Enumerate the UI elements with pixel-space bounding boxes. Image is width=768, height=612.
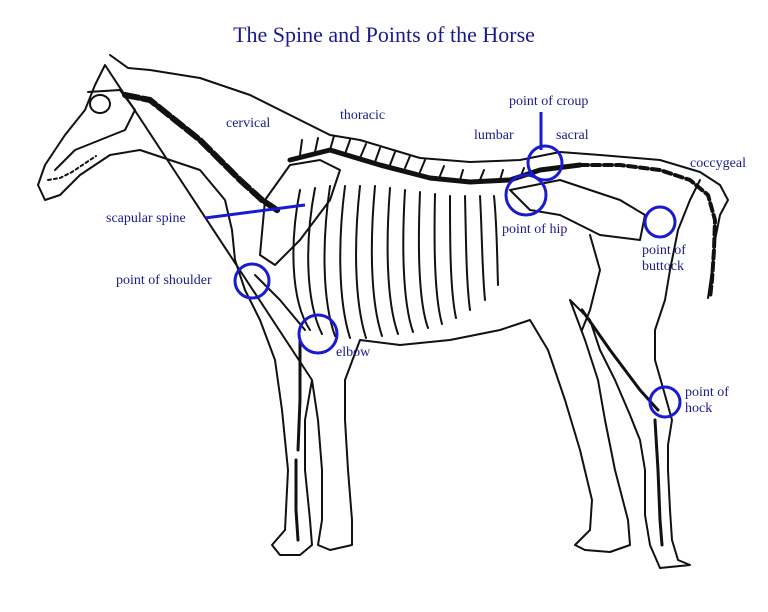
label-thoracic: thoracic xyxy=(340,108,386,123)
label-scapular-spine: scapular spine xyxy=(106,211,186,226)
label-point-of-hock-line1: point of xyxy=(685,385,729,400)
head-teeth xyxy=(47,155,97,181)
radius xyxy=(296,338,302,452)
scapula xyxy=(259,159,341,266)
label-point-of-shoulder: point of shoulder xyxy=(116,273,212,288)
cervical-vertebrae xyxy=(122,92,283,215)
label-point-of-buttock-line2: buttock xyxy=(642,259,684,274)
head-skull xyxy=(54,89,136,171)
point-of-hock-circle xyxy=(648,385,682,419)
eye-socket xyxy=(89,94,111,114)
label-coccygeal: coccygeal xyxy=(690,156,746,171)
spine-thoracic-lumbar xyxy=(287,147,583,185)
spinous-processes xyxy=(299,135,525,181)
label-cervical: cervical xyxy=(226,116,271,131)
femur xyxy=(581,234,601,331)
label-point-of-hip: point of hip xyxy=(502,222,568,237)
elbow-circle xyxy=(297,313,339,355)
tibia xyxy=(580,308,660,412)
rib-cage xyxy=(292,185,499,339)
point-of-buttock-circle xyxy=(643,205,677,239)
coccygeal-vertebrae xyxy=(578,163,717,300)
label-sacral: sacral xyxy=(556,128,589,143)
humerus xyxy=(254,274,306,331)
label-point-of-hock-line2: hock xyxy=(685,401,713,416)
label-elbow: elbow xyxy=(336,345,371,360)
horse-outline xyxy=(37,54,729,569)
point-of-croup-circle xyxy=(526,144,564,182)
label-lumbar: lumbar xyxy=(474,128,514,143)
point-of-hip-circle xyxy=(504,173,548,217)
scapular-spine-leader xyxy=(204,203,306,220)
hind-cannon xyxy=(653,418,664,547)
point-of-shoulder-circle xyxy=(233,262,271,300)
label-point-of-croup: point of croup xyxy=(509,94,589,109)
label-point-of-buttock-line1: point of xyxy=(642,243,686,258)
fore-cannon xyxy=(294,458,300,542)
pelvis xyxy=(509,179,646,241)
diagram-title: The Spine and Points of the Horse xyxy=(233,22,535,47)
